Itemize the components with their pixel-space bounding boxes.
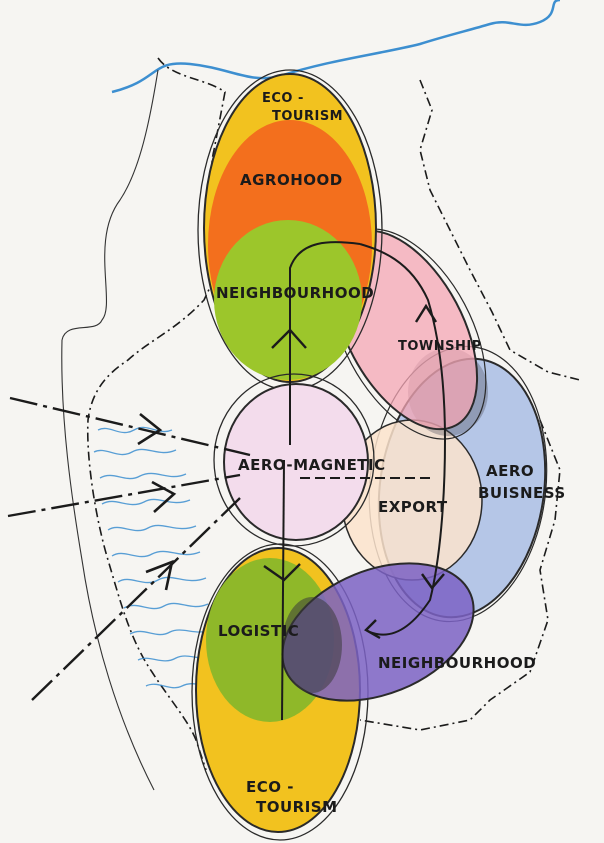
label-export: EXPORT [378, 498, 448, 516]
label-aero-business-1: AERO [486, 462, 534, 480]
label-agrohood: AGROHOOD [240, 171, 343, 189]
label-neighbourhood-north: NEIGHBOURHOOD [216, 284, 374, 302]
label-logistic: LOGISTIC [218, 622, 299, 640]
label-aero-magnetic: AERO-MAGNETIC [238, 456, 386, 474]
label-neighbourhood-south: NEIGHBOURHOOD [378, 654, 536, 672]
label-township: TOWNSHIP [398, 339, 482, 354]
label-eco-tourism-south-2: TOURISM [256, 798, 338, 816]
label-aero-business-2: BUISNESS [478, 484, 566, 502]
river-north [112, 0, 560, 92]
label-eco-tourism-south-1: ECO - [246, 778, 294, 796]
label-eco-tourism-north-1: ECO - [262, 91, 304, 106]
zone-overlap-dark [282, 597, 342, 693]
label-eco-tourism-north-2: TOURISM [272, 109, 343, 124]
